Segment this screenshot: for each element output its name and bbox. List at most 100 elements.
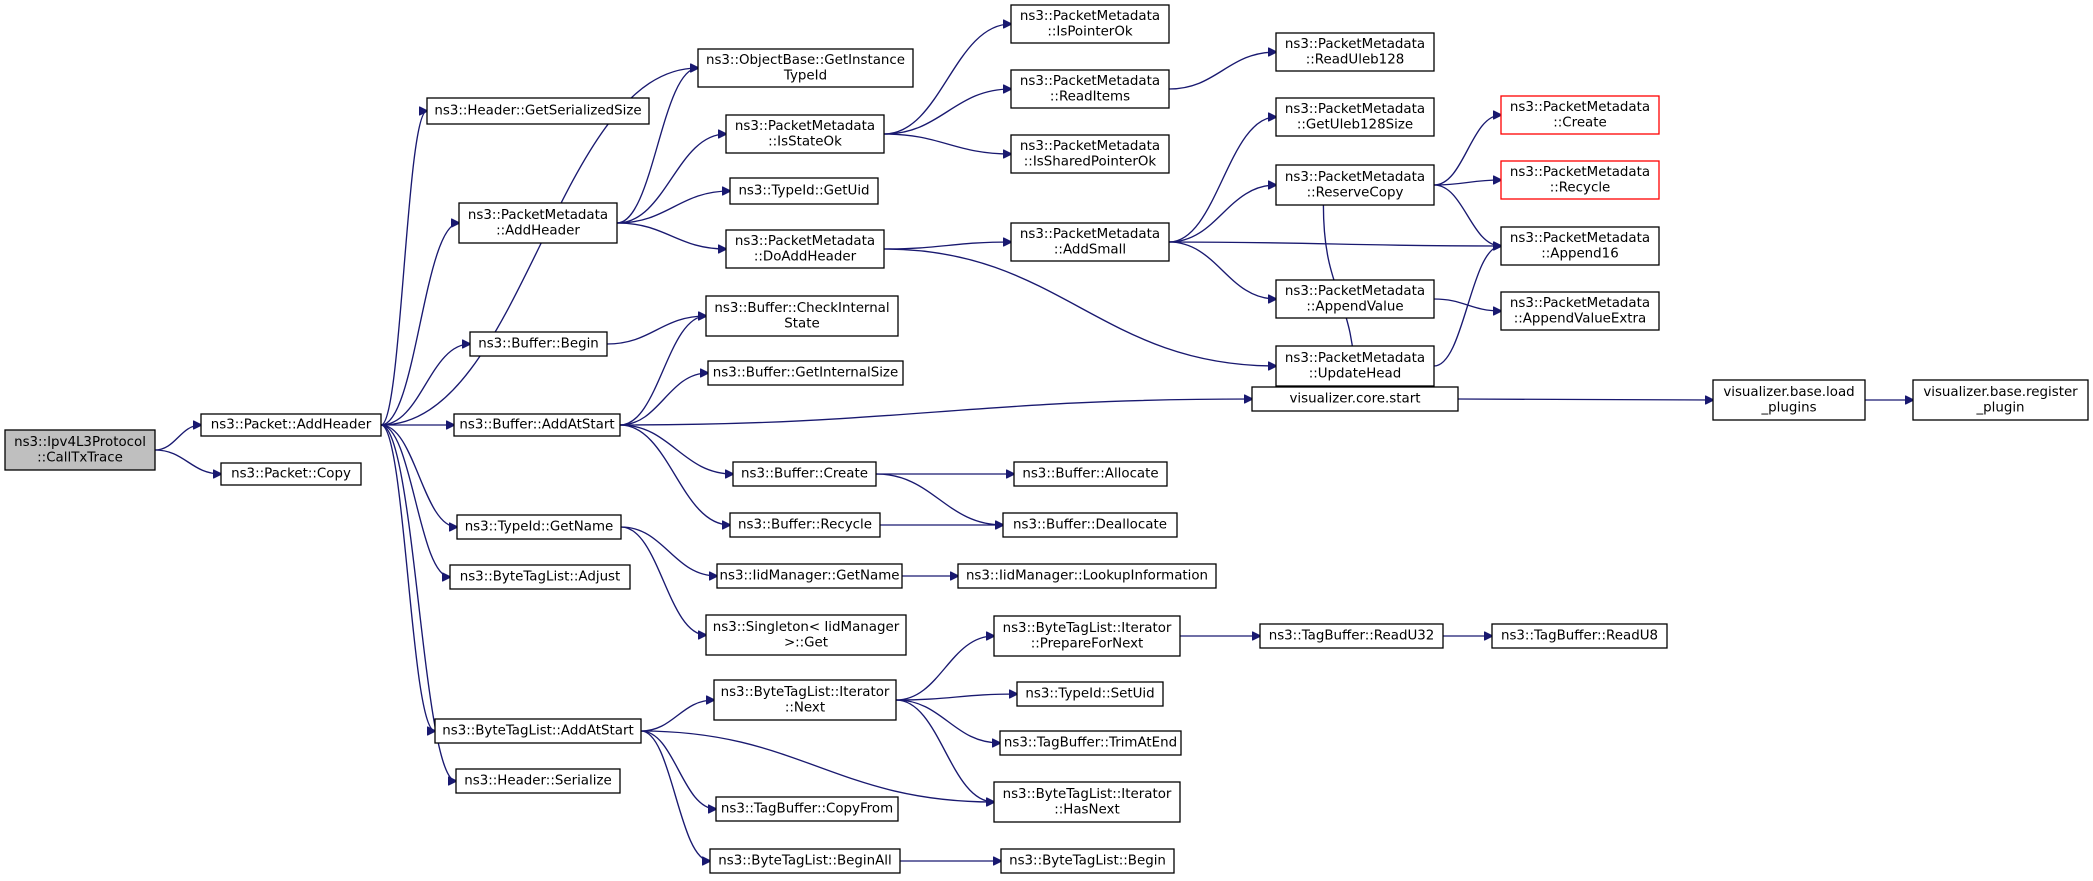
node-box [713, 679, 897, 721]
node-pm-ispointerok[interactable]: ns3::PacketMetadata::IsPointerOk [1010, 4, 1170, 44]
edge-pm-addheader-to-pm-doaddheader [616, 222, 726, 249]
node-vis-load-plugins[interactable]: visualizer.base.load_plugins [1712, 379, 1866, 421]
node-pm-recycle[interactable]: ns3::PacketMetadata::Recycle [1500, 160, 1660, 200]
node-typeid-setuid[interactable]: ns3::TypeId::SetUid [1016, 681, 1164, 707]
node-tb-readu8[interactable]: ns3::TagBuffer::ReadU8 [1491, 623, 1668, 649]
node-hdr-getsersize[interactable]: ns3::Header::GetSerializedSize [426, 97, 650, 125]
node-vis-register-plugin[interactable]: visualizer.base.register_plugin [1912, 379, 2089, 421]
node-box [1010, 134, 1170, 174]
node-box [1712, 379, 1866, 421]
node-btl-begin[interactable]: ns3::ByteTagList::Begin [1000, 848, 1175, 874]
node-iid-lookupinfo[interactable]: ns3::IidManager::LookupInformation [957, 563, 1217, 589]
node-box [200, 413, 382, 437]
node-label: ns3::ByteTagList::Adjust [460, 570, 621, 585]
node-label: ::PrepareForNext [1031, 636, 1144, 651]
node-label: ns3::PacketMetadata [1285, 351, 1425, 366]
nodes-layer: ns3::Ipv4L3Protocol::CallTxTracens3::Pac… [4, 4, 2089, 874]
node-pm-addsmall[interactable]: ns3::PacketMetadata::AddSmall [1010, 222, 1170, 262]
node-pm-doaddheader[interactable]: ns3::PacketMetadata::DoAddHeader [725, 229, 885, 269]
node-label: ::IsSharedPointerOk [1024, 154, 1157, 169]
node-label: ::AddSmall [1054, 242, 1126, 257]
node-label: ns3::Packet::AddHeader [211, 418, 372, 433]
node-btl-it-prepare[interactable]: ns3::ByteTagList::Iterator::PrepareForNe… [993, 615, 1181, 657]
node-btl-addatstart[interactable]: ns3::ByteTagList::AddAtStart [434, 718, 642, 744]
node-label: ns3::PacketMetadata [1510, 296, 1650, 311]
node-btl-beginall[interactable]: ns3::ByteTagList::BeginAll [709, 848, 901, 874]
node-label: ns3::PacketMetadata [1510, 100, 1650, 115]
node-hdr-serialize[interactable]: ns3::Header::Serialize [455, 768, 621, 794]
node-box [426, 97, 650, 125]
node-pkt-addheader[interactable]: ns3::Packet::AddHeader [200, 413, 382, 437]
node-label: ns3::Header::GetSerializedSize [434, 104, 641, 119]
node-pm-getulebsize[interactable]: ns3::PacketMetadata::GetUleb128Size [1275, 97, 1435, 137]
node-box [705, 295, 899, 337]
node-buf-getinternalsize[interactable]: ns3::Buffer::GetInternalSize [707, 360, 904, 386]
node-buf-create[interactable]: ns3::Buffer::Create [732, 461, 877, 487]
node-box [993, 781, 1181, 823]
node-pm-reservecopy[interactable]: ns3::PacketMetadata::ReserveCopy [1275, 164, 1435, 206]
node-buf-begin[interactable]: ns3::Buffer::Begin [469, 331, 608, 357]
edge-buf-addatstart-to-buf-recycle [619, 424, 730, 525]
node-pm-readitems[interactable]: ns3::PacketMetadata::ReadItems [1010, 69, 1170, 109]
node-btl-it-next[interactable]: ns3::ByteTagList::Iterator::Next [713, 679, 897, 721]
node-pm-issharedptrok[interactable]: ns3::PacketMetadata::IsSharedPointerOk [1010, 134, 1170, 174]
node-box [957, 563, 1217, 589]
node-pm-appendvalue[interactable]: ns3::PacketMetadata::AppendValue [1275, 279, 1435, 319]
node-label: ::UpdateHead [1309, 366, 1402, 381]
node-buf-allocate[interactable]: ns3::Buffer::Allocate [1013, 461, 1168, 487]
node-box [729, 512, 881, 538]
node-label: ns3::IidManager::LookupInformation [966, 569, 1208, 584]
node-btl-adjust[interactable]: ns3::ByteTagList::Adjust [449, 564, 631, 590]
node-singleton-get[interactable]: ns3::Singleton< IidManager>::Get [705, 614, 907, 656]
edge-buf-addatstart-to-buf-getinternalsize [619, 373, 708, 426]
node-label: ns3::PacketMetadata [735, 119, 875, 134]
edge-pm-reservecopy-to-pm-recycle [1433, 180, 1501, 186]
edge-pm-addheader-to-objbase-getinst [616, 68, 698, 224]
node-box [1010, 4, 1170, 44]
edge-pkt-addheader-to-btl-addatstart [380, 424, 435, 731]
edge-pm-addsmall-to-pm-appendvalue [1168, 241, 1276, 299]
node-label: ::Append16 [1541, 246, 1618, 261]
node-label: ns3::ObjectBase::GetInstance [706, 53, 905, 68]
node-root[interactable]: ns3::Ipv4L3Protocol::CallTxTrace [4, 429, 156, 471]
node-btl-it-hasnext[interactable]: ns3::ByteTagList::Iterator::HasNext [993, 781, 1181, 823]
node-box [1275, 164, 1435, 206]
node-label: ns3::PacketMetadata [1510, 231, 1650, 246]
node-pm-appendvalueextra[interactable]: ns3::PacketMetadata::AppendValueExtra [1500, 291, 1660, 331]
node-pm-addheader[interactable]: ns3::PacketMetadata::AddHeader [458, 202, 618, 244]
node-label: ns3::Buffer::Deallocate [1013, 518, 1167, 533]
node-tb-trimatend[interactable]: ns3::TagBuffer::TrimAtEnd [999, 730, 1182, 756]
node-typeid-getuid[interactable]: ns3::TypeId::GetUid [729, 177, 879, 205]
node-buf-deallocate[interactable]: ns3::Buffer::Deallocate [1002, 512, 1178, 538]
node-label: ns3::PacketMetadata [1020, 139, 1160, 154]
node-box [1500, 95, 1660, 135]
node-box [1013, 461, 1168, 487]
node-box [1275, 279, 1435, 319]
edge-vis-core-start-to-vis-load-plugins [1457, 399, 1713, 400]
node-buf-addatstart[interactable]: ns3::Buffer::AddAtStart [453, 413, 621, 437]
node-label: ns3::Buffer::Create [741, 467, 868, 482]
node-box [434, 718, 642, 744]
node-pm-append16[interactable]: ns3::PacketMetadata::Append16 [1500, 226, 1660, 266]
node-label: ::HasNext [1054, 802, 1119, 817]
node-vis-core-start[interactable]: visualizer.core.start [1251, 386, 1459, 412]
edge-root-to-pkt-copy [154, 449, 221, 474]
node-typeid-getname[interactable]: ns3::TypeId::GetName [456, 514, 622, 540]
node-buf-recycle[interactable]: ns3::Buffer::Recycle [729, 512, 881, 538]
node-label: ::DoAddHeader [754, 249, 857, 264]
node-box [715, 796, 899, 822]
node-label: ns3::TagBuffer::TrimAtEnd [1004, 736, 1177, 751]
node-pkt-copy[interactable]: ns3::Packet::Copy [220, 462, 362, 486]
node-pm-readuleb[interactable]: ns3::PacketMetadata::ReadUleb128 [1275, 32, 1435, 72]
node-tb-copyfrom[interactable]: ns3::TagBuffer::CopyFrom [715, 796, 899, 822]
node-pm-updatehead[interactable]: ns3::PacketMetadata::UpdateHead [1275, 345, 1435, 387]
node-pm-isstateok[interactable]: ns3::PacketMetadata::IsStateOk [725, 114, 885, 154]
node-label: ns3::IidManager::GetName [719, 569, 899, 584]
node-box [1491, 623, 1668, 649]
node-iid-getname[interactable]: ns3::IidManager::GetName [716, 563, 903, 589]
node-pm-create[interactable]: ns3::PacketMetadata::Create [1500, 95, 1660, 135]
node-label: TypeId [783, 68, 827, 83]
node-tb-readu32[interactable]: ns3::TagBuffer::ReadU32 [1259, 623, 1444, 649]
